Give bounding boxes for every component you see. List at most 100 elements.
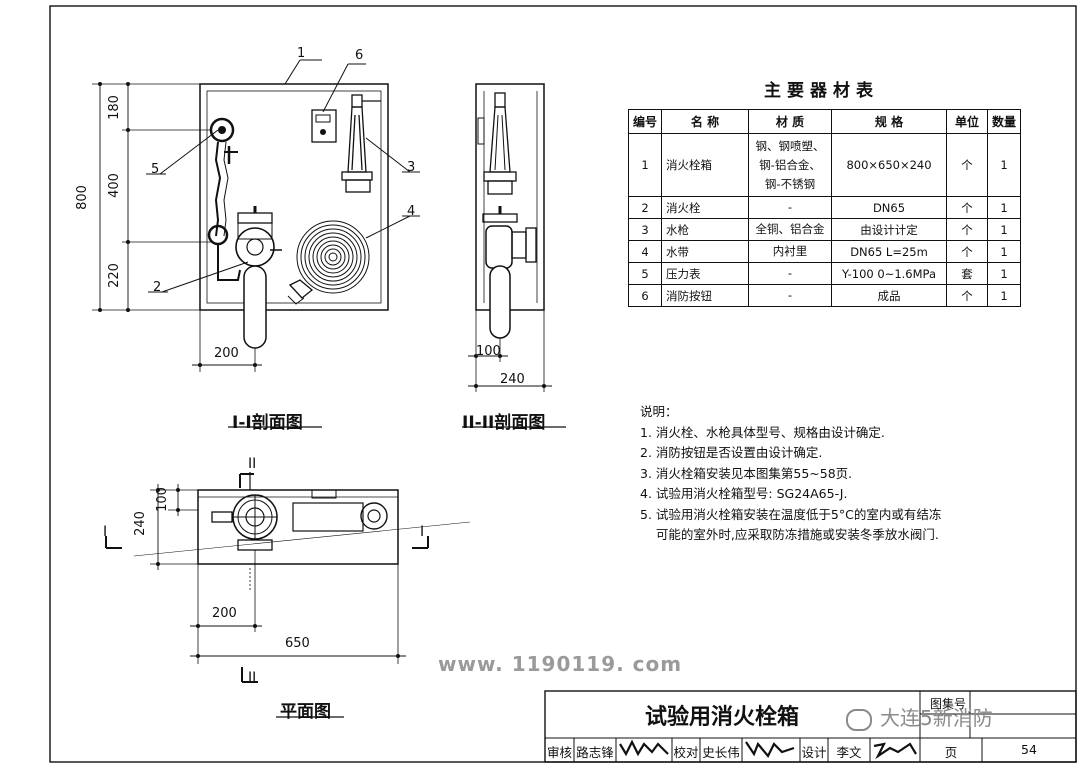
col-qty: 数量 [987,109,1021,134]
material-line: - [787,200,793,214]
label-3: 3 [407,160,416,175]
material-line: 钢-不锈钢 [764,176,816,191]
plan-cut-bottom: II [248,670,257,686]
cell-unit: 个 [946,240,988,263]
dim-650-plan: 650 [285,636,310,651]
dim-400: 400 [106,173,122,198]
cell-unit: 个 [946,133,988,197]
signature-marks [619,739,917,760]
cell-no: 6 [628,284,662,307]
cell-qty: 1 [987,262,1021,285]
review-label: 审核 [546,745,572,760]
cell-spec: 由设计计定 [831,218,947,241]
dim-100-side: 100 [476,344,501,359]
cell-material: 全铜、铝合金 [748,218,832,241]
cell-material: - [748,196,832,219]
plan-cut-left: I [103,524,108,540]
label-2: 2 [153,280,162,295]
plan-cut-right: I [420,524,425,540]
design-label: 设计 [801,745,827,760]
cell-unit: 个 [946,284,988,307]
cell-spec: DN65 [831,196,947,219]
cell-spec: DN65 L=25m [831,240,947,263]
label-6: 6 [355,48,364,63]
cell-name: 消火栓 [661,196,749,219]
cell-unit: 个 [946,218,988,241]
reviewer-name: 路志锋 [576,745,614,760]
cell-name: 消防按钮 [661,284,749,307]
check-label: 校对 [673,745,699,760]
table-header-row: 编号 名 称 材 质 规 格 单位 数量 [628,109,1021,134]
dim-180: 180 [106,95,122,120]
note-item: 5. 试验用消火栓箱安装在温度低于5°C的室内或有结冻 [640,506,942,522]
cabinet-inner [206,90,382,304]
cabinet-outline [199,83,389,311]
label-1: 1 [297,46,306,61]
dim-240-side: 240 [500,372,525,387]
section-1-view [92,59,420,428]
dim-800: 800 [74,185,90,210]
material-line: 钢-铝合金、 [759,157,821,172]
cell-qty: 1 [987,240,1021,263]
watermark-brand: 大连5新消防 [846,702,993,731]
page-label: 页 [944,745,958,760]
supply-pipe [243,265,267,349]
drawing-title: 试验用消火栓箱 [645,705,800,730]
col-name: 名 称 [661,109,749,134]
section-1-title: I-I剖面图 [232,413,303,433]
dim-220: 220 [106,263,122,288]
col-material: 材 质 [748,109,832,134]
cell-spec: 800×650×240 [831,133,947,197]
cell-unit: 个 [946,196,988,219]
material-line: 全铜、铝合金 [755,222,825,236]
designer-name: 李文 [836,745,862,760]
cell-no: 4 [628,240,662,263]
plan-title: 平面图 [280,702,331,722]
cell-qty: 1 [987,196,1021,219]
cell-qty: 1 [987,133,1021,197]
cell-name: 水枪 [661,218,749,241]
material-line: - [787,266,793,280]
figure-label: 图集号 [929,697,966,711]
page-number: 54 [1021,742,1037,757]
note-item: 2. 消防按钮是否设置由设计确定. [640,445,823,460]
nozzle-icon [341,94,381,193]
cell-qty: 1 [987,284,1021,307]
plan-cut-top: II [248,456,257,472]
chat-bubble-icon [846,708,872,731]
dim-240-plan: 240 [132,511,148,536]
col-no: 编号 [628,109,662,134]
label-5: 5 [151,162,160,177]
cell-qty: 1 [987,218,1021,241]
watermark-url: www. 1190119. com [438,652,683,676]
table-title: 主要器材表 [764,81,879,101]
watermark-brand-text: 大连5新消防 [880,706,993,730]
label-4: 4 [407,204,416,219]
hydrant-valve-icon [235,227,275,267]
hose-reel-icon [296,220,370,294]
title-block-lines [544,690,1077,763]
cell-no: 2 [628,196,662,219]
col-spec: 规 格 [831,109,947,134]
cell-spec: Y-100 0~1.6MPa [831,262,947,285]
cell-material: 内衬里 [748,240,832,263]
notes-heading: 说明： [640,404,678,419]
cell-name: 压力表 [661,262,749,285]
note-item: 1. 消火栓、水枪具体型号、规格由设计确定. [640,424,885,440]
material-line: 钢、钢喷塑、 [755,138,825,153]
notes-block: 说明： 1. 消火栓、水枪具体型号、规格由设计确定. 2. 消防按钮是否设置由设… [640,402,941,546]
note-item: 4. 试验用消火栓箱型号: SG24A65-J. [640,486,848,501]
material-line: 内衬里 [772,244,808,258]
dim-100-plan: 100 [154,487,170,512]
cell-name: 消火栓箱 [661,133,749,197]
dim-200-plan: 200 [212,606,237,621]
dim-200-section: 200 [214,346,239,361]
cell-spec: 成品 [831,284,947,307]
